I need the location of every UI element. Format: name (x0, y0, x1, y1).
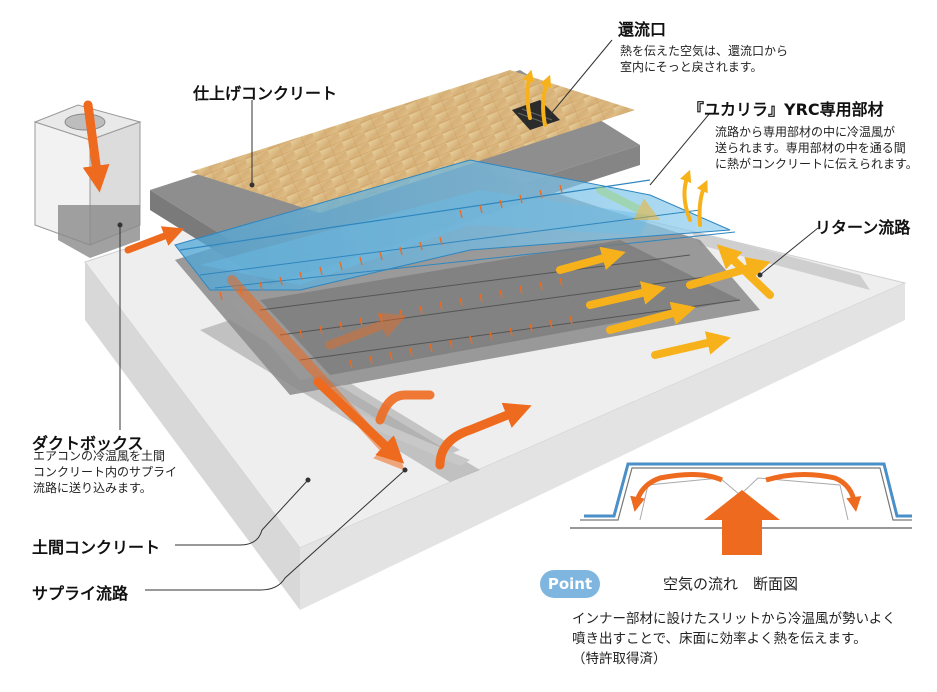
duct-box-desc-line: コンクリート内のサプライ (33, 465, 178, 479)
finish-concrete-label: 仕上げコンクリート (193, 84, 338, 103)
point-text-line: インナー部材に設けたスリットから冷温風が勢いよく (572, 611, 896, 627)
return-outlet-desc-line: 熱を伝えた空気は、還流口から (620, 44, 789, 58)
return-outlet-desc-line: 室内にそっと戻されます。 (620, 60, 763, 74)
duct-box-desc-line: エアコンの冷温風を土間 (33, 449, 166, 463)
return-outlet-desc: 熱を伝えた空気は、還流口から 室内にそっと戻されます。 (620, 43, 788, 75)
cross-section-title: 空気の流れ 断面図 (663, 575, 799, 593)
return-arrows (522, 69, 774, 359)
yrc-member-desc-line: に熱がコンクリートに伝えられます。 (715, 157, 918, 171)
cross-section-inset (570, 462, 912, 555)
leader-lines (117, 39, 819, 591)
yrc-member-desc: 流路から専用部材の中に冷温風が 送られます。専用部材の中を通る間 に熱がコンクリ… (715, 124, 918, 172)
supply-channel-label: サプライ流路 (32, 584, 129, 603)
yrc-members (174, 159, 736, 291)
earth-concrete-label: 土間コンクリート (32, 538, 161, 557)
yrc-member-title: 『ユカリラ』YRC専用部材 (688, 100, 884, 119)
duct-box-desc: エアコンの冷温風を土間 コンクリート内のサプライ 流路に送り込みます。 (33, 448, 177, 496)
yrc-member-desc-line: 送られます。専用部材の中を通る間 (715, 141, 906, 155)
return-channel-label: リターン流路 (815, 218, 911, 237)
point-badge: Point (540, 570, 600, 598)
duct-box-title: ダクトボックス (32, 434, 144, 453)
return-outlet-title: 還流口 (618, 20, 667, 39)
duct-box-desc-line: 流路に送り込みます。 (33, 481, 152, 495)
point-text: インナー部材に設けたスリットから冷温風が勢いよく 噴き出すことで、床面に効率よく… (572, 609, 896, 669)
point-text-line: （特許取得済） (572, 651, 667, 667)
yrc-member-desc-line: 流路から専用部材の中に冷温風が (715, 125, 896, 139)
supply-arrows (82, 100, 532, 471)
point-text-line: 噴き出すことで、床面に効率よく熱を伝えます。 (572, 631, 867, 647)
